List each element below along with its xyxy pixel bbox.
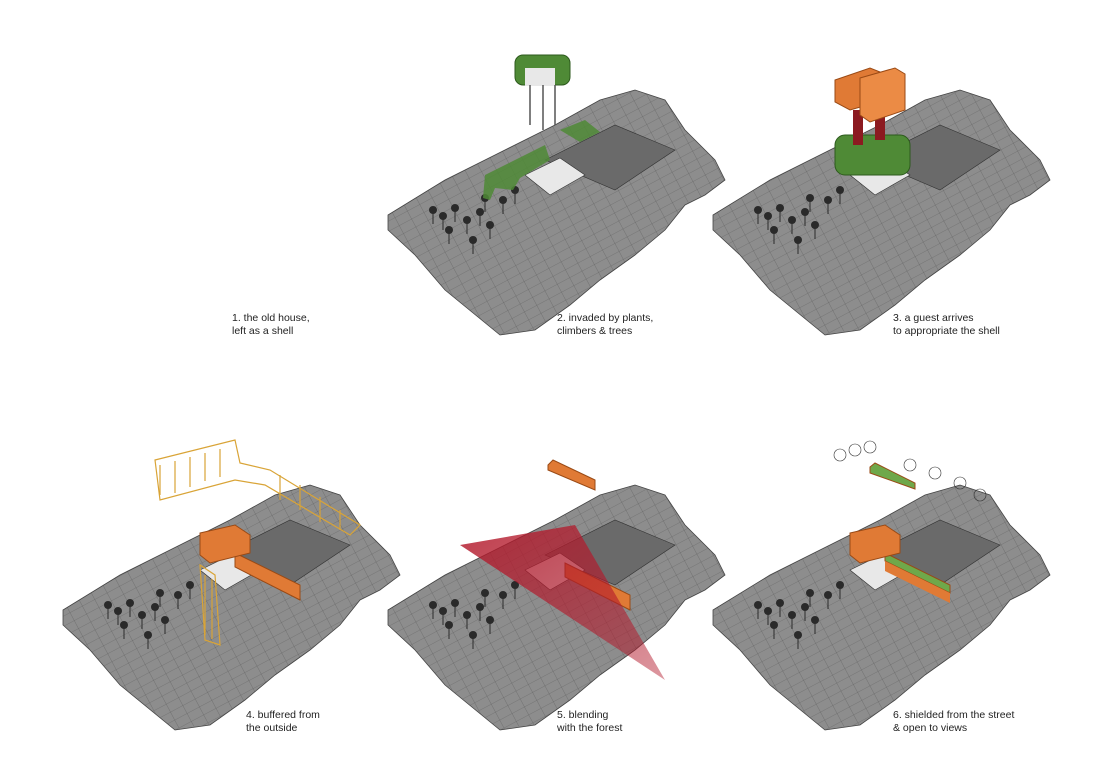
panel-4-buffered [62,439,401,731]
floating-volume [547,459,596,491]
caption-line: left as a shell [232,325,294,337]
orange-volumes [834,67,906,123]
green-shell [834,134,911,176]
caption-panel-4: 4. buffered from the outside [246,709,320,735]
caption-panel-5: 5. blending with the forest [557,709,622,735]
caption-line: 2. invaded by plants, [557,312,654,324]
panel-6-shielded [712,440,1051,731]
orange-bar [234,552,301,601]
panel-2-invaded-by-plants [387,54,726,336]
plant-canopy [514,54,571,130]
caption-line: to appropriate the shell [893,325,1000,337]
caption-line: 6. shielded from the street [893,709,1015,721]
green-arrow-left [483,145,550,200]
panel-5-blending [387,459,726,731]
buffer-screens [154,439,361,646]
caption-panel-6: 6. shielded from the street & open to vi… [893,709,1014,735]
caption-panel-1: 1. the old house, left as a shell [232,312,310,338]
panel-3-guest-arrives [712,67,1051,336]
tree-outlines [833,440,987,502]
red-columns [853,110,885,145]
caption-panel-2: 2. invaded by plants, climbers & trees [557,312,653,338]
caption-line: & open to views [893,722,968,734]
caption-line: 1. the old house, [232,312,310,324]
caption-line: 3. a guest arrives [893,312,974,324]
caption-line: the outside [246,722,298,734]
caption-line: with the forest [557,722,623,734]
caption-line: 5. blending [557,709,609,721]
floating-green-roof [869,462,916,490]
caption-line: 4. buffered from [246,709,320,721]
green-arrow-right [560,120,600,142]
caption-line: climbers & trees [557,325,633,337]
forest-red-plane [460,525,665,680]
caption-panel-3: 3. a guest arrives to appropriate the sh… [893,312,1000,338]
